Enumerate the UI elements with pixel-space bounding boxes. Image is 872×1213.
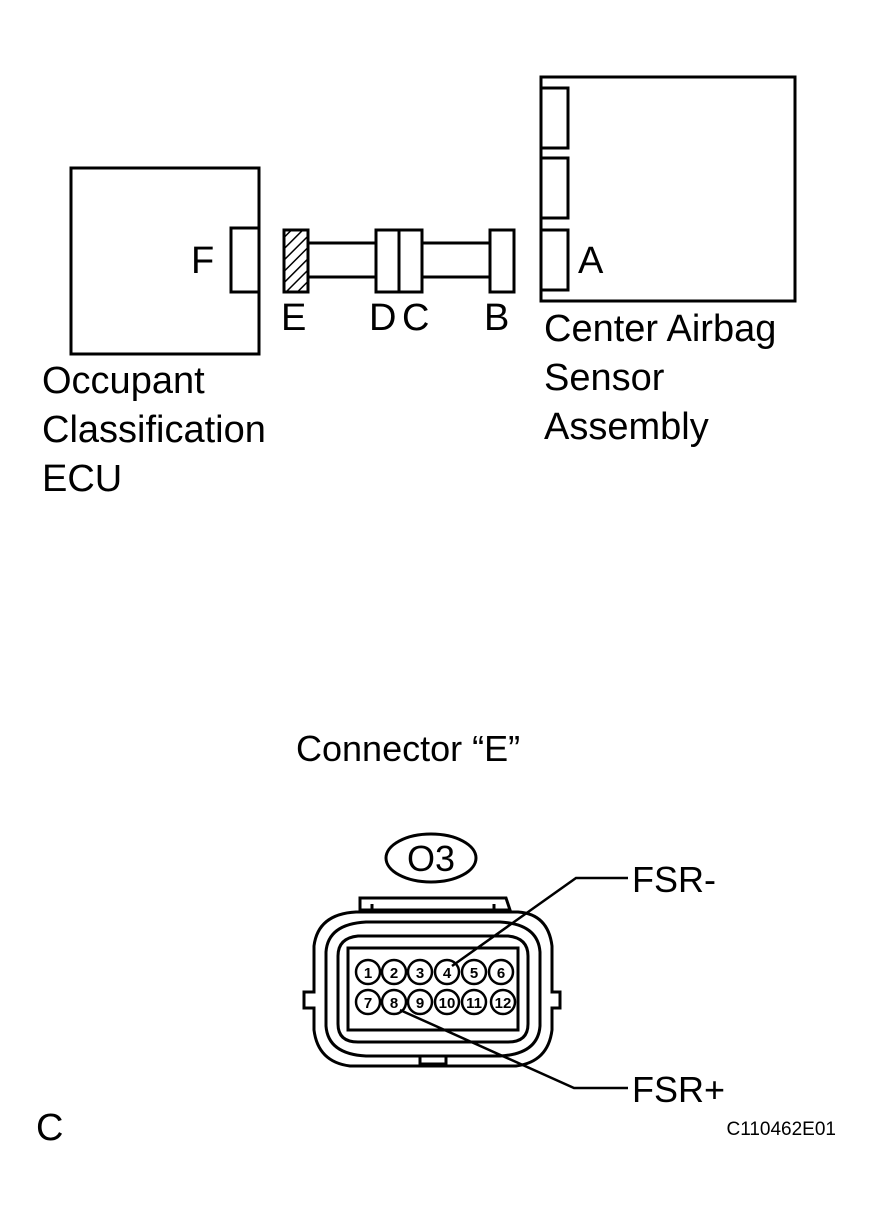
connector-housing — [302, 896, 562, 1068]
pin-11: 11 — [460, 988, 488, 1016]
sensor-label-line-1: Center Airbag — [544, 308, 776, 350]
pin-label: 8 — [390, 995, 398, 1012]
pin-label: 11 — [466, 995, 482, 1012]
pin-label: 3 — [416, 965, 424, 982]
pin-label: 9 — [416, 995, 424, 1012]
pin-label: 5 — [470, 965, 478, 982]
pin-label: 12 — [495, 995, 512, 1012]
connector-d — [374, 228, 401, 294]
connector-a — [539, 228, 570, 292]
connector-letter-b: B — [484, 297, 509, 339]
sensor-connector-upper — [539, 86, 570, 150]
pin-label: 1 — [364, 965, 372, 982]
ecu-label-line-2: Classification — [42, 409, 266, 451]
pin-3: 3 — [406, 958, 434, 986]
ecu-box — [69, 166, 261, 356]
ecu-label-line-3: ECU — [42, 458, 122, 500]
connector-code-ellipse — [384, 832, 478, 884]
pin-1: 1 — [354, 958, 382, 986]
ecu-label-line-1: Occupant — [42, 360, 205, 402]
pin-8: 8 — [380, 988, 408, 1016]
pin-6: 6 — [487, 958, 515, 986]
connector-e — [282, 228, 310, 294]
sensor-connector-middle — [539, 156, 570, 220]
connector-letter-e: E — [281, 297, 306, 339]
sensor-label-line-3: Assembly — [544, 406, 709, 448]
connector-letter-d: D — [369, 297, 396, 339]
sensor-box — [539, 75, 797, 303]
pin-5: 5 — [460, 958, 488, 986]
callout-fsr-minus: FSR- — [632, 859, 716, 900]
pin-7: 7 — [354, 988, 382, 1016]
pin-label: 4 — [443, 965, 452, 982]
pin-9: 9 — [406, 988, 434, 1016]
pin-label: 7 — [364, 995, 372, 1012]
callout-line-fsr-plus — [399, 1008, 628, 1090]
harness-segment-c-b — [420, 241, 492, 279]
connector-letter-f: F — [191, 240, 214, 282]
sensor-label-line-2: Sensor — [544, 357, 665, 399]
pin-label: 2 — [390, 965, 398, 982]
connector-view-title: Connector “E” — [296, 728, 520, 769]
pin-label: 6 — [497, 965, 505, 982]
pin-label: 10 — [439, 995, 456, 1012]
connector-letter-c: C — [402, 297, 429, 339]
callout-fsr-plus: FSR+ — [632, 1069, 725, 1110]
connector-b — [488, 228, 516, 294]
harness-segment-e-d — [306, 241, 378, 279]
pin-10: 10 — [433, 988, 461, 1016]
callout-line-fsr-minus — [451, 876, 628, 968]
pin-12: 12 — [489, 988, 517, 1016]
connector-code: O3 — [407, 838, 455, 879]
connector-f — [229, 226, 261, 294]
pin-2: 2 — [380, 958, 408, 986]
pin-grid: 1 2 3 4 5 6 7 8 9 10 11 12 — [354, 958, 517, 1016]
corner-letter: C — [36, 1107, 63, 1149]
connector-letter-a: A — [578, 240, 604, 282]
connector-c — [397, 228, 424, 294]
figure-code: C110462E01 — [726, 1119, 836, 1140]
